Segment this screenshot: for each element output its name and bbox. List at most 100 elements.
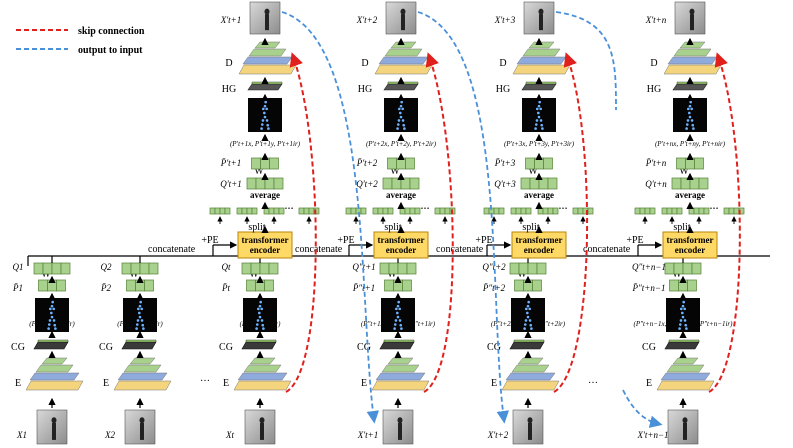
- q-prime-vector-cell: [547, 177, 558, 190]
- keypoint: [691, 123, 695, 127]
- output-to-input-arrow: [417, 11, 510, 424]
- split-token-cell: [236, 207, 243, 215]
- cg-label: CG: [642, 342, 656, 353]
- split-token-cell: [587, 207, 594, 215]
- split-token-cell: [377, 207, 384, 215]
- hg-label: HG: [358, 84, 372, 95]
- keypoint: [683, 319, 687, 322]
- q-vector-cell: [60, 262, 71, 275]
- cg-label: CG: [219, 342, 233, 353]
- encoder-stack-layer: [25, 380, 84, 391]
- q-vector-cell: [250, 262, 261, 275]
- input-frame-label: X′t+n−1: [636, 430, 668, 440]
- hg-block-top: [387, 81, 419, 85]
- decoder-stack-layer: [378, 56, 429, 65]
- encoder-box-label: encoder: [250, 245, 281, 255]
- q-label: Q1: [13, 262, 24, 272]
- pose-skeleton: [123, 298, 157, 332]
- legend-output-label: output to input: [78, 45, 143, 56]
- skip-connection-arrow: [285, 52, 317, 393]
- cg-block-top: [37, 339, 69, 343]
- keypoint: [537, 111, 540, 115]
- decoder-stack-layer: [238, 64, 297, 75]
- keypoint: [53, 323, 57, 327]
- decoder-label: D: [361, 58, 368, 69]
- split-token-cell: [409, 207, 416, 215]
- person-head: [139, 417, 145, 424]
- keypoint: [400, 327, 403, 330]
- pbar-vector-cell: [126, 279, 136, 292]
- q-label: Q″t+1: [352, 262, 375, 272]
- split-token-cell: [498, 207, 505, 215]
- pe-label: +PE: [201, 235, 218, 246]
- decoder-stack-layer: [254, 41, 281, 49]
- cg-block: [241, 341, 277, 350]
- encoder-box-label: encoder: [675, 245, 706, 255]
- split-token-cell: [537, 207, 544, 215]
- split-ellipsis: …: [421, 201, 430, 211]
- split-label: split: [248, 222, 265, 233]
- q-prime-vector-cell: [273, 177, 284, 190]
- pbar-vector-cell: [384, 279, 394, 292]
- split-token-cell: [263, 207, 270, 215]
- pbar-label: P̄2: [100, 283, 111, 293]
- keypoint: [398, 307, 402, 311]
- keypoint: [398, 107, 401, 111]
- w-label: W: [41, 269, 51, 280]
- keypoint: [260, 123, 264, 126]
- split-token-cell: [414, 207, 421, 215]
- skip-connection-arrow: [423, 52, 454, 393]
- person-head: [527, 417, 533, 424]
- keypoint: [265, 119, 269, 122]
- keypoint: [396, 311, 399, 315]
- split-token-cell: [515, 207, 522, 215]
- encoder-label: E: [15, 378, 21, 389]
- hg-block: [383, 83, 419, 91]
- q-vector-cell: [259, 262, 270, 275]
- person-head: [397, 417, 403, 424]
- person-body: [690, 14, 694, 31]
- q-prime-vector-cell: [689, 177, 700, 190]
- cg-label: CG: [487, 342, 501, 353]
- split-token-cell: [251, 207, 258, 215]
- cg-block: [33, 341, 69, 350]
- q-vector-cell: [388, 262, 399, 275]
- keypoint: [529, 323, 533, 327]
- person-head: [259, 417, 265, 424]
- q-prime-vector-cell: [520, 177, 531, 190]
- keypoint: [402, 123, 406, 127]
- person-body: [398, 422, 402, 440]
- keypoint: [692, 127, 695, 130]
- keypoint: [258, 304, 262, 308]
- keypoint: [523, 323, 527, 326]
- split-token-cell: [520, 207, 527, 215]
- keypoint: [688, 111, 691, 115]
- encoder-stack-layer: [123, 364, 162, 373]
- split-ellipsis: …: [710, 201, 719, 211]
- keypoint: [54, 327, 57, 330]
- q-vector-cell: [121, 262, 132, 275]
- split-token-cell: [209, 207, 216, 215]
- pbar-vector-cell: [402, 279, 412, 292]
- cg-block-top: [125, 339, 157, 343]
- split-token-cell: [542, 207, 549, 215]
- keypoint: [140, 307, 143, 311]
- q-vector-cell: [406, 262, 417, 275]
- keypoint: [394, 319, 398, 322]
- pose-prime-coordinates: (P′t+3x, P′t+3y, P′t+3ir): [504, 140, 575, 148]
- transformer-label: transformer: [242, 235, 289, 245]
- person-body: [528, 422, 532, 440]
- keypoint: [255, 323, 259, 326]
- pose-skeleton: [243, 298, 277, 332]
- average-label: average: [250, 190, 280, 200]
- keypoint: [534, 127, 537, 130]
- keypoint: [263, 104, 267, 108]
- q-vector-cell: [241, 262, 252, 275]
- encoder-stack-layer: [501, 380, 560, 391]
- q-vector-cell: [42, 262, 53, 275]
- q-vector-cell: [139, 262, 150, 275]
- pbar-vector-cell: [38, 279, 48, 292]
